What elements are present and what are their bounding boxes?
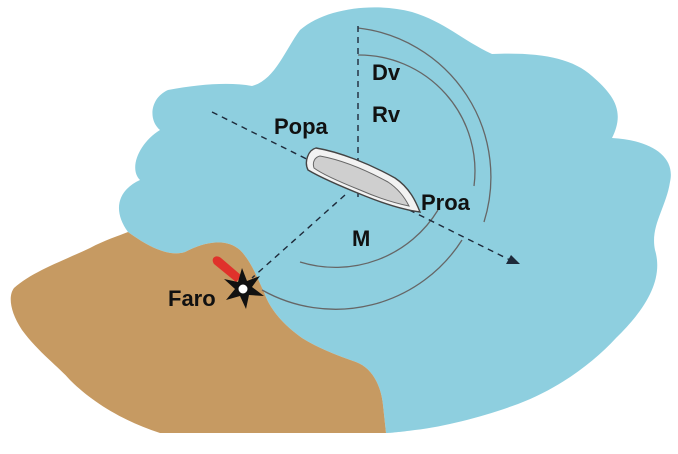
label-m: M [352,226,370,251]
range-arcs [261,27,492,310]
lighthouse-light [237,283,249,295]
arc-inner-lower [299,209,439,269]
heading-arrowhead [506,255,520,264]
lighthouse-beam [212,256,242,282]
label-faro: Faro [168,286,216,311]
label-proa: Proa [421,190,471,215]
label-rv: Rv [372,102,401,127]
arc-outer [357,27,492,223]
arc-inner [357,54,476,187]
arc-outer-lower [261,239,463,310]
land-area [10,232,386,433]
bearing-to-lighthouse-line [251,194,346,279]
label-dv: Dv [372,60,401,85]
lighthouse-icon [212,256,264,309]
label-popa: Popa [274,114,329,139]
boat-icon [305,147,422,213]
boat-deck [312,155,410,207]
sea-area [118,7,671,433]
